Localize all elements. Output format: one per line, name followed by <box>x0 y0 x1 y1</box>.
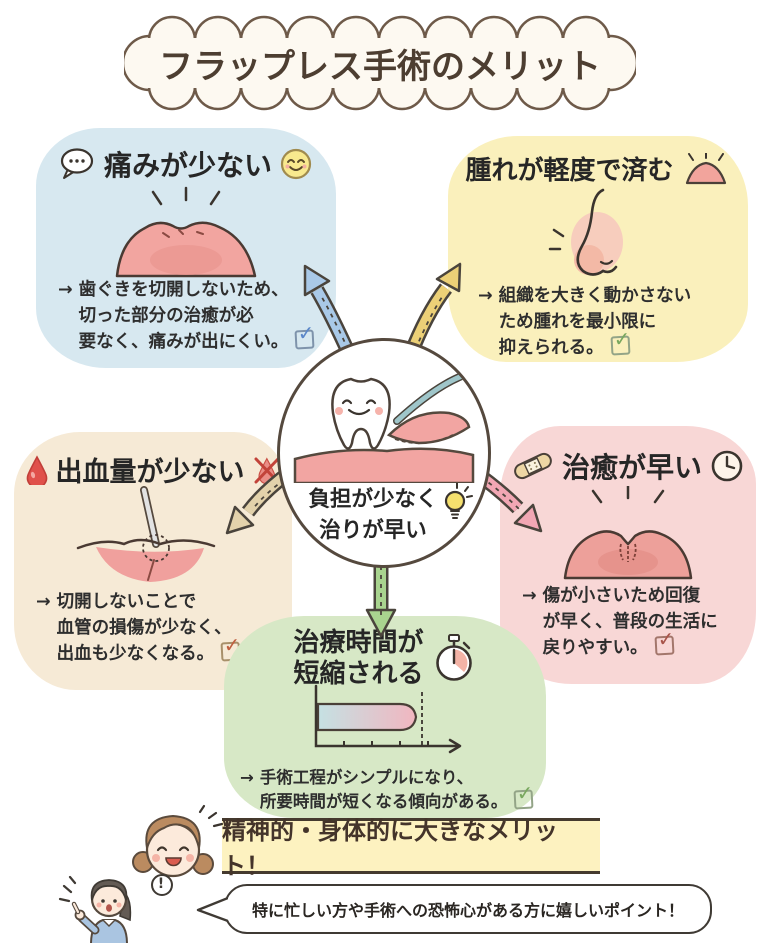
checkbox-icon: ✓ <box>294 320 315 350</box>
card-pain-heading: 痛みが少ない <box>36 144 336 184</box>
card-swelling-body: → 組織を大きく動かさない ため腫れを最小限に 抑えられる。 ✓ <box>478 284 691 362</box>
nose-illustration <box>548 188 623 276</box>
arrow-glyph: → <box>478 286 493 306</box>
card-time-title: 治療時間が 短縮される <box>293 628 423 690</box>
body-line: が早く、普段の生活に <box>542 611 718 632</box>
body-line: 手術工程がシンプルになり、 <box>259 768 474 787</box>
card-bleeding-body: → 切開しないことで 血管の損傷が少なく、 出血も少なくなる。✓ <box>36 590 242 668</box>
card-time: 治療時間が 短縮される → <box>224 616 546 818</box>
blood-drop-icon <box>26 454 47 485</box>
footer-speech-text: 特に忙しい方や手術への恐怖心がある方に嬉しいポイント！ <box>251 901 684 920</box>
body-line: 切った部分の治癒が必 <box>78 305 254 326</box>
cloud-border <box>121 15 639 111</box>
card-pain-body: → 歯ぐきを切開しないため、 切った部分の治癒が必 要なく、痛みが出にくい。 ✓ <box>58 278 316 356</box>
center-caption-line1: 負担が少なく <box>308 487 438 512</box>
bandage-icon <box>514 452 552 480</box>
incision-illustration <box>76 486 216 582</box>
duration-bar-chart <box>314 684 462 754</box>
center-summary: 負担が少なく 治りが早い <box>277 338 491 568</box>
card-healing-heading: 治癒が早い <box>500 446 756 486</box>
card-time-body: → 手術工程がシンプルになり、 所要時間が短くなる傾向がある。 ✓ <box>240 766 535 814</box>
card-healing-body: → 傷が小さいため回復 が早く、普段の生活に 戻りやすい。 ✓ <box>522 584 718 662</box>
card-healing-title: 治癒が早い <box>561 451 702 484</box>
gum-mouth-illustration <box>115 186 257 278</box>
body-line: 所要時間が短くなる傾向がある。 ✓ <box>259 780 535 814</box>
title-cloud: フラップレス手術のメリット <box>121 10 639 116</box>
card-time-title-line2: 短縮される <box>293 659 424 690</box>
clock-icon <box>711 450 743 482</box>
pointing-woman-avatar <box>58 874 228 943</box>
footer-speech-bubble: 特に忙しい方や手術への恐怖心がある方に嬉しいポイント！ <box>224 884 712 934</box>
body-line: 出血も少なくなる。✓ <box>56 632 242 668</box>
body-line: 傷が小さいため回復 <box>542 586 701 606</box>
stopwatch-icon <box>435 634 472 681</box>
arrow-glyph: → <box>522 586 537 606</box>
benefit-banner: 精神的・身体的に大きなメリット！ <box>222 817 600 880</box>
checkbox-icon: ✓ <box>610 326 631 356</box>
card-pain-title: 痛みが少ない <box>103 149 272 182</box>
page-title: フラップレス手術のメリット <box>159 46 601 87</box>
checkbox-icon: ✓ <box>513 780 534 810</box>
body-line: 組織を大きく動かさない <box>498 286 692 306</box>
swelling-bump-icon <box>685 152 726 184</box>
checkbox-icon: ✓ <box>654 626 675 656</box>
card-bleeding-heading: 出血量が少ない <box>14 450 292 489</box>
checkmark: ✓ <box>516 780 535 806</box>
checkmark: ✓ <box>297 320 316 346</box>
body-line: 血管の損傷が少なく、 <box>56 617 232 638</box>
arrow-glyph: → <box>36 592 51 612</box>
tooth-surgery-illustration <box>293 369 475 483</box>
body-line-text: 戻りやすい。 <box>542 637 648 658</box>
card-pain: 痛みが少ない → 歯ぐきを切開しないため、 切った部分の治癒が必 要なく、痛みが… <box>36 128 336 368</box>
body-line: 歯ぐきを切開しないため、 <box>78 280 289 300</box>
center-caption-line2: 治りが早い <box>319 517 427 543</box>
arrow-glyph: → <box>240 768 254 787</box>
center-caption: 負担が少なく 治りが早い <box>280 485 488 546</box>
body-line-text: 抑えられる。 <box>498 337 604 358</box>
lightbulb-icon <box>444 483 473 519</box>
card-healing: 治癒が早い → 傷が小さいため回復 が早く、普段の生活に 戻りやすい。 ✓ <box>500 426 756 684</box>
speech-dots-icon <box>60 148 94 179</box>
body-line: 抑えられる。 ✓ <box>498 326 692 362</box>
card-time-heading: 治療時間が 短縮される <box>224 628 546 690</box>
card-time-title-line1: 治療時間が <box>293 628 424 658</box>
card-swelling: 腫れが軽度で済む → 組織を大きく動かさない ため腫れを最小限に 抑えられる。 ✓ <box>448 136 748 362</box>
body-line: 切開しないことで <box>56 592 197 612</box>
card-swelling-title: 腫れが軽度で済む <box>465 156 674 186</box>
card-bleeding-title: 出血量が少ない <box>55 457 245 488</box>
body-line: ため腫れを最小限に <box>498 311 657 332</box>
body-line-text: 出血も少なくなる。 <box>56 643 215 664</box>
checkmark: ✓ <box>656 626 675 652</box>
smiley-face-icon <box>280 148 312 180</box>
arrow-glyph: → <box>58 280 73 300</box>
card-swelling-heading: 腫れが軽度で済む <box>448 150 748 187</box>
body-line: 要なく、痛みが出にくい。 ✓ <box>78 320 316 356</box>
exclamation-mark: ! <box>157 876 165 892</box>
body-line-text: 要なく、痛みが出にくい。 <box>78 331 289 352</box>
benefit-banner-text: 精神的・身体的に大きなメリット！ <box>222 817 558 880</box>
checkmark: ✓ <box>612 326 631 352</box>
body-line-text: 所要時間が短くなる傾向がある。 <box>259 791 508 811</box>
body-line: 戻りやすい。 ✓ <box>542 626 718 662</box>
smiling-woman-avatar <box>132 804 224 878</box>
healed-gum-illustration <box>563 486 693 580</box>
